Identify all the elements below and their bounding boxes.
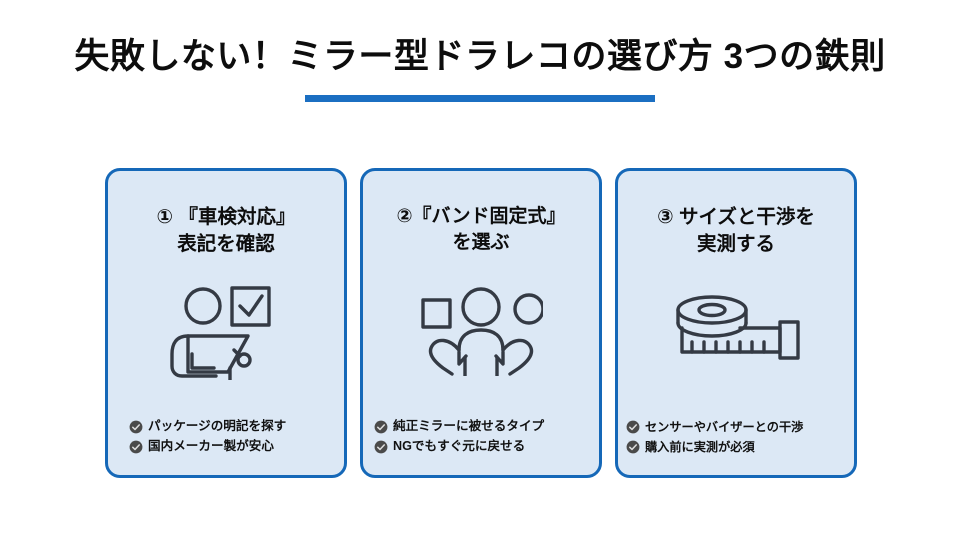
card-1-heading-line1: ① 『車検対応』 xyxy=(156,206,296,228)
card-3[interactable]: ③ サイズと干渉を 実測する xyxy=(615,168,857,478)
list-item: 純正ミラーに被せるタイプ xyxy=(374,418,544,435)
card-1-heading: ① 『車検対応』 表記を確認 xyxy=(114,204,338,258)
card-2-icon-area xyxy=(363,256,599,418)
list-item: パッケージの明記を探す xyxy=(129,418,286,435)
person-clipboard-checkbox-icon xyxy=(170,286,271,380)
card-3-heading: ③ サイズと干渉を 実測する xyxy=(624,204,848,258)
list-item: センサーやバイザーとの干渉 xyxy=(626,419,803,435)
check-circle-icon xyxy=(626,440,640,454)
person-mirror-mount-icon xyxy=(421,287,543,377)
card-1-icon-area xyxy=(108,258,344,418)
card-2-bullets: 純正ミラーに被せるタイプ NGでもすぐ元に戻せる xyxy=(363,418,599,475)
card-2-bullet-1-text: 純正ミラーに被せるタイプ xyxy=(393,419,545,433)
cards-row: ① 『車検対応』 表記を確認 xyxy=(105,168,857,478)
list-item: 国内メーカー製が安心 xyxy=(129,438,274,455)
check-circle-icon xyxy=(374,440,388,453)
card-2-heading-line1: ②『バンド固定式』 xyxy=(396,206,566,227)
card-3-heading-line1: ③ サイズと干渉を xyxy=(657,206,815,228)
card-1-bullet-2-text: 国内メーカー製が安心 xyxy=(148,439,274,453)
card-1[interactable]: ① 『車検対応』 表記を確認 xyxy=(105,168,347,478)
measuring-tape-icon xyxy=(676,295,800,361)
card-3-bullet-1-text: センサーやバイザーとの干渉 xyxy=(645,420,804,435)
check-circle-icon xyxy=(626,420,640,434)
card-3-heading-line2: 実測する xyxy=(696,232,775,255)
card-1-bullets: パッケージの明記を探す 国内メーカー製が安心 xyxy=(108,418,344,475)
list-item: 購入前に実測が必須 xyxy=(626,439,755,455)
card-2-heading: ②『バンド固定式』 を選ぶ xyxy=(369,204,593,256)
page-title: 失敗しない！ミラー型ドラレコの選び方 3つの鉄則 xyxy=(74,37,886,76)
card-3-bullets: センサーやバイザーとの干渉 購入前に実測が必須 xyxy=(618,419,854,475)
list-item: NGでもすぐ元に戻せる xyxy=(374,438,525,455)
title-accent-bar xyxy=(305,95,655,102)
card-1-bullet-1-text: パッケージの明記を探す xyxy=(148,419,287,433)
card-2-heading-line2: を選ぶ xyxy=(452,232,510,254)
card-2[interactable]: ②『バンド固定式』 を選ぶ xyxy=(360,168,602,478)
check-circle-icon xyxy=(374,420,388,433)
card-3-bullet-2-text: 購入前に実測が必須 xyxy=(645,439,755,454)
card-2-bullet-2-text: NGでもすぐ元に戻せる xyxy=(393,439,526,453)
check-circle-icon xyxy=(129,440,143,453)
card-1-heading-line2: 表記を確認 xyxy=(177,232,275,255)
check-circle-icon xyxy=(129,420,143,433)
card-3-icon-area xyxy=(618,258,854,419)
